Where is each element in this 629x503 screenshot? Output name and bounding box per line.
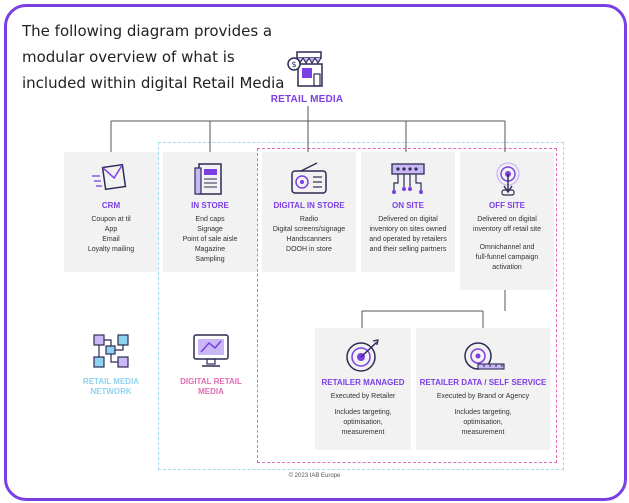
envelope-icon: [92, 163, 127, 191]
legend-line: MEDIA: [198, 387, 224, 396]
card-body: Radio Digital screens/signage Handscanne…: [266, 215, 352, 255]
card-body: End caps Signage Point of sale aisle Mag…: [167, 215, 253, 265]
legend-line: DIGITAL RETAIL: [180, 377, 242, 386]
card-line: Executed by Brand or Agency: [436, 393, 530, 400]
card-title: ON SITE: [391, 201, 424, 210]
card-line: Delivered on digital: [378, 216, 438, 223]
card-line: Point of sale aisle: [182, 236, 238, 243]
card-in-store: IN STORE End caps Signage Point of sale …: [163, 152, 257, 272]
legend-retail-media-network: RETAIL MEDIA NETWORK: [66, 377, 156, 397]
card-crm: CRM Coupon at til App Email Loyalty mail…: [64, 152, 158, 272]
card-line: Includes targeting,: [334, 409, 392, 416]
card-line: full-funnel campaign: [475, 254, 539, 261]
card-body: Coupon at til App Email Loyalty mailing: [68, 215, 154, 255]
card-body: Executed by Brand or Agency Includes tar…: [420, 392, 546, 438]
card-line: Radio: [299, 216, 319, 223]
card-line: inventory off retail site: [473, 226, 541, 233]
card-title: DIGITAL IN STORE: [273, 201, 345, 210]
intro-line: modular overview of what is: [22, 48, 235, 66]
digital-retail-media-boundary: [257, 148, 557, 463]
card-line: optimisation,: [463, 419, 503, 426]
card-line: Includes targeting,: [454, 409, 512, 416]
card-line: App: [104, 226, 118, 233]
target-dart-icon: [346, 339, 379, 372]
storefront-icon: $: [287, 51, 323, 87]
card-body: Executed by Retailer Includes targeting,…: [319, 392, 407, 438]
card-line: and their selling partners: [369, 246, 447, 253]
card-on-site: ON SITE Delivered on digital inventory o…: [361, 152, 455, 272]
copyright: © 2023 IAB Europe: [288, 473, 341, 479]
card-line: measurement: [461, 429, 505, 436]
touch-target-icon: [496, 162, 520, 196]
root-title: RETAIL MEDIA: [270, 94, 344, 105]
card-line: Magazine: [194, 246, 226, 253]
network-nodes-icon: [93, 334, 129, 368]
card-title: RETAILER DATA / SELF SERVICE: [419, 378, 547, 387]
card-line: [464, 235, 550, 243]
card-title: CRM: [101, 201, 121, 210]
card-line: inventory on sites owned: [369, 226, 447, 233]
intro-line: included within digital Retail Media: [22, 74, 285, 92]
card-body: Delivered on digital inventory off retai…: [464, 215, 550, 273]
card-line: Signage: [197, 226, 223, 233]
card-line: Handscanners: [286, 236, 332, 243]
card-line: activation: [492, 264, 522, 271]
card-line: optimisation,: [343, 419, 383, 426]
retail-media-network-boundary: [158, 142, 564, 470]
card-line: Omnichannel and: [479, 244, 535, 251]
card-retailer-data-self-service: RETAILER DATA / SELF SERVICE Executed by…: [416, 328, 550, 450]
card-line: Digital screens/signage: [272, 226, 346, 233]
card-title: IN STORE: [191, 201, 229, 210]
monitor-icon: [193, 334, 229, 367]
intro-text: The following diagram provides a modular…: [22, 18, 285, 96]
card-line: Delivered on digital: [477, 216, 537, 223]
measuring-tape-icon: [464, 342, 505, 370]
card-line: Email: [102, 236, 120, 243]
radio-icon: [291, 162, 327, 194]
card-retailer-managed: RETAILER MANAGED Executed by Retailer In…: [315, 328, 411, 450]
card-line: measurement: [341, 429, 385, 436]
card-line: End caps: [195, 216, 225, 223]
card-line: Coupon at til: [91, 216, 131, 223]
newspaper-icon: [194, 163, 222, 195]
card-line: Sampling: [195, 256, 225, 263]
intro-line: The following diagram provides a: [22, 22, 273, 40]
legend-line: RETAIL MEDIA: [82, 377, 140, 386]
circuit-chip-icon: [391, 163, 425, 194]
card-line: DOOH in store: [286, 246, 332, 253]
svg-text:$: $: [291, 60, 296, 69]
legend-line: NETWORK: [90, 387, 132, 396]
card-line: Executed by Retailer: [330, 393, 396, 400]
card-body: Delivered on digital inventory on sites …: [365, 215, 451, 255]
legend-digital-retail-media: DIGITAL RETAIL MEDIA: [166, 377, 256, 397]
card-line: Loyalty mailing: [87, 246, 135, 253]
card-title: OFF SITE: [489, 201, 525, 210]
card-digital-in-store: DIGITAL IN STORE Radio Digital screens/s…: [262, 152, 356, 272]
card-off-site: OFF SITE Delivered on digital inventory …: [460, 152, 554, 290]
card-title: RETAILER MANAGED: [321, 378, 405, 387]
card-line: and operated by retailers: [369, 236, 447, 243]
